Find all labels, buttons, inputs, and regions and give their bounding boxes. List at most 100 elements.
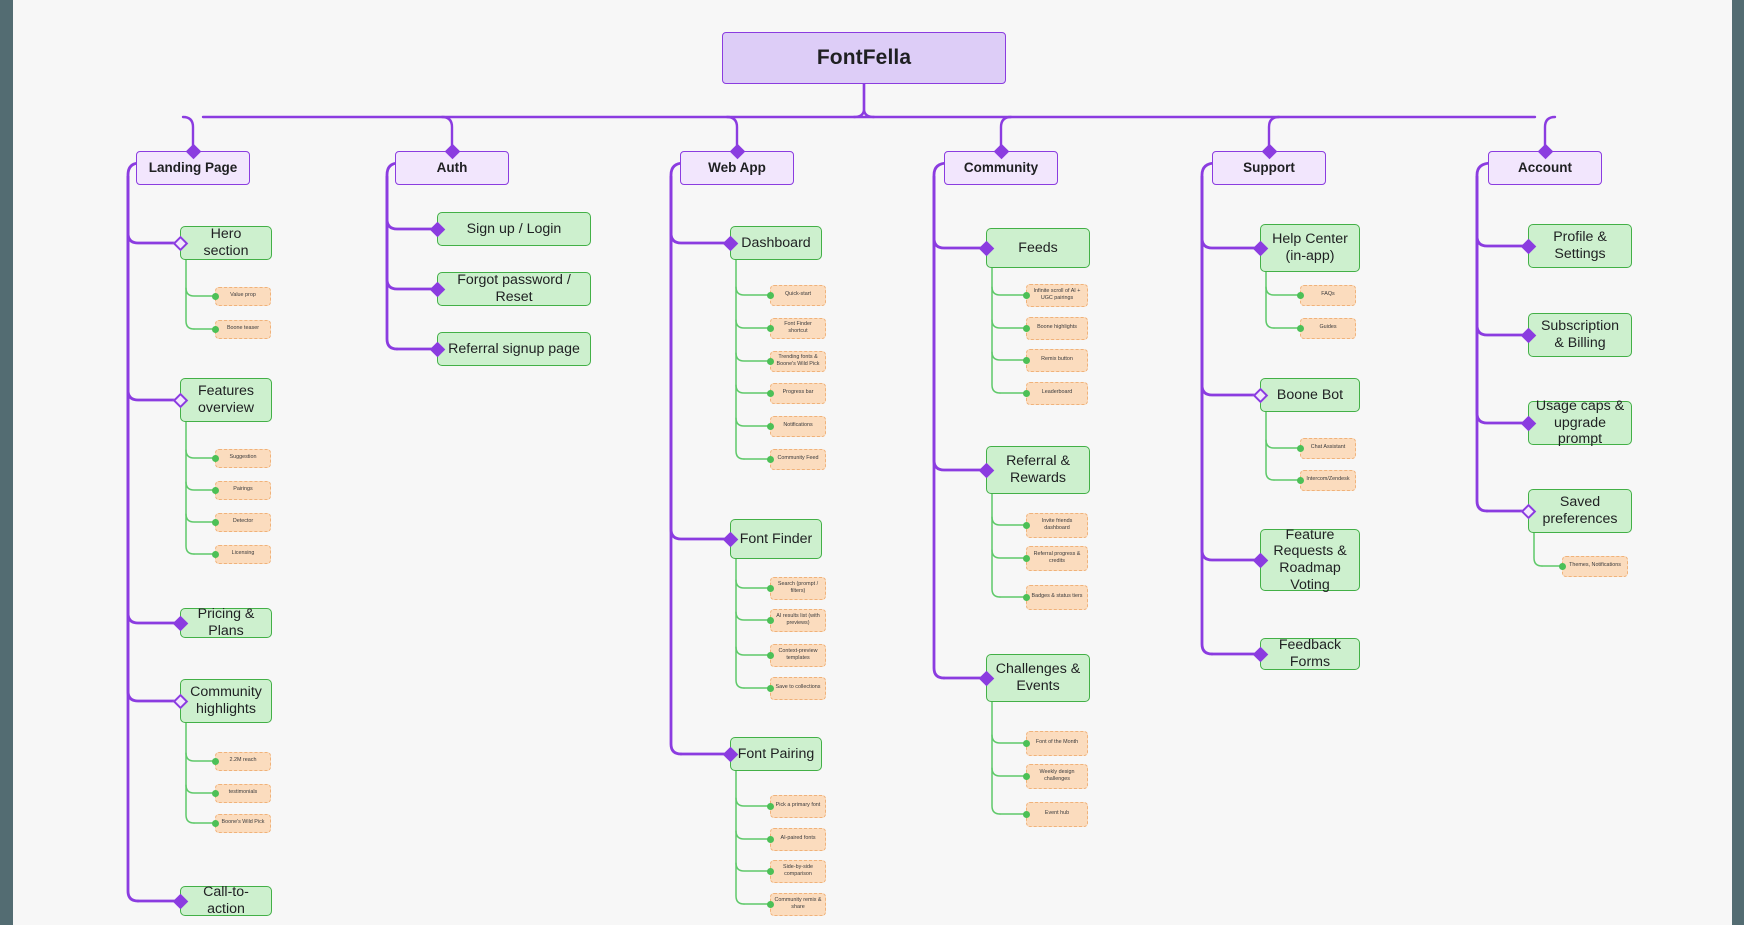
- leaf-web-app-0-5[interactable]: Community Feed: [770, 448, 826, 470]
- root-node[interactable]: FontFella: [722, 32, 1006, 84]
- node-support-2[interactable]: Feature Requests & Roadmap Voting: [1260, 527, 1360, 593]
- node-auth-1[interactable]: Forgot password / Reset: [437, 272, 591, 306]
- leaf-web-app-1-2[interactable]: Context-preview templates: [770, 643, 826, 667]
- leaf-web-app-0-4[interactable]: Notifications: [770, 415, 826, 437]
- leaf-support-0-1[interactable]: Guides: [1300, 317, 1356, 339]
- branch-node-auth[interactable]: Auth: [395, 151, 509, 185]
- node-web-app-2[interactable]: Font Pairing: [730, 737, 822, 771]
- leaf-community-1-1[interactable]: Referral progress & credits: [1026, 545, 1088, 571]
- leaf-web-app-1-3[interactable]: Save to collections: [770, 676, 826, 700]
- leaf-connector-web-app-0-1: [766, 324, 774, 332]
- leaf-connector-web-app-1-2: [766, 651, 774, 659]
- node-landing-page-2[interactable]: Pricing & Plans: [180, 606, 272, 639]
- leaf-community-0-1[interactable]: Boone highlights: [1026, 316, 1088, 340]
- leaf-connector-community-2-1: [1022, 772, 1030, 780]
- node-web-app-0[interactable]: Dashboard: [730, 226, 822, 260]
- leaf-connector-landing-page-3-1: [211, 789, 219, 797]
- node-account-0[interactable]: Profile & Settings: [1528, 224, 1632, 268]
- leaf-community-2-1[interactable]: Weekly design challenges: [1026, 763, 1088, 789]
- node-landing-page-4[interactable]: Call-to-action: [180, 884, 272, 917]
- leaf-connector-community-0-1: [1022, 324, 1030, 332]
- leaf-connector-community-1-0: [1022, 521, 1030, 529]
- leaf-web-app-1-0[interactable]: Search (prompt / filters): [770, 576, 826, 600]
- leaf-connector-support-0-1: [1296, 324, 1304, 332]
- node-support-0[interactable]: Help Center (in-app): [1260, 224, 1360, 272]
- leaf-connector-web-app-2-0: [766, 802, 774, 810]
- leaf-connector-landing-page-3-0: [211, 757, 219, 765]
- leaf-connector-landing-page-1-1: [211, 486, 219, 494]
- node-account-2[interactable]: Usage caps & upgrade prompt: [1528, 398, 1632, 447]
- leaf-landing-page-0-0[interactable]: Value prop: [215, 286, 271, 306]
- leaf-community-1-2[interactable]: Badges & status tiers: [1026, 584, 1088, 610]
- node-landing-page-3[interactable]: Community highlights: [180, 679, 272, 723]
- leaf-community-1-0[interactable]: Invite friends dashboard: [1026, 512, 1088, 538]
- leaf-web-app-0-2[interactable]: Trending fonts & Boone's Wild Pick: [770, 350, 826, 372]
- leaf-connector-web-app-2-3: [766, 900, 774, 908]
- leaf-connector-web-app-1-0: [766, 584, 774, 592]
- leaf-connector-web-app-0-0: [766, 291, 774, 299]
- leaf-connector-web-app-1-1: [766, 616, 774, 624]
- leaf-landing-page-3-1[interactable]: testimonials: [215, 783, 271, 803]
- leaf-landing-page-1-1[interactable]: Pairings: [215, 480, 271, 500]
- leaf-landing-page-1-3[interactable]: Licensing: [215, 544, 271, 564]
- leaf-connector-web-app-0-3: [766, 389, 774, 397]
- leaf-connector-community-0-0: [1022, 291, 1030, 299]
- leaf-connector-landing-page-1-2: [211, 518, 219, 526]
- node-landing-page-1[interactable]: Features overview: [180, 378, 272, 422]
- leaf-community-2-0[interactable]: Font of the Month: [1026, 730, 1088, 756]
- leaf-connector-community-2-2: [1022, 810, 1030, 818]
- node-community-0[interactable]: Feeds: [986, 228, 1090, 268]
- branch-node-landing-page[interactable]: Landing Page: [136, 151, 250, 185]
- leaf-connector-web-app-2-1: [766, 835, 774, 843]
- node-account-3[interactable]: Saved preferences: [1528, 489, 1632, 533]
- leaf-landing-page-3-2[interactable]: Boone's Wild Pick: [215, 813, 271, 833]
- leaf-connector-landing-page-3-2: [211, 819, 219, 827]
- leaf-connector-community-2-0: [1022, 739, 1030, 747]
- leaf-community-0-2[interactable]: Remix button: [1026, 348, 1088, 372]
- node-community-2[interactable]: Challenges & Events: [986, 654, 1090, 702]
- node-landing-page-0[interactable]: Hero section: [180, 226, 272, 260]
- leaf-account-3-0[interactable]: Themes, Notifications: [1562, 555, 1628, 577]
- leaf-connector-web-app-0-2: [766, 357, 774, 365]
- leaf-web-app-2-3[interactable]: Community remix & share: [770, 892, 826, 916]
- leaf-web-app-1-1[interactable]: AI results list (with previews): [770, 608, 826, 632]
- leaf-web-app-2-1[interactable]: AI-paired fonts: [770, 827, 826, 851]
- leaf-community-2-2[interactable]: Event hub: [1026, 801, 1088, 827]
- leaf-web-app-2-2[interactable]: Side-by-side comparison: [770, 859, 826, 883]
- leaf-web-app-0-1[interactable]: Font Finder shortcut: [770, 317, 826, 339]
- leaf-connector-community-1-1: [1022, 554, 1030, 562]
- leaf-connector-web-app-1-3: [766, 684, 774, 692]
- node-auth-2[interactable]: Referral signup page: [437, 332, 591, 366]
- leaf-connector-landing-page-0-1: [211, 325, 219, 333]
- leaf-web-app-0-3[interactable]: Progress bar: [770, 382, 826, 404]
- leaf-landing-page-1-0[interactable]: Suggestion: [215, 448, 271, 468]
- node-support-3[interactable]: Feedback Forms: [1260, 637, 1360, 670]
- leaf-connector-support-1-1: [1296, 476, 1304, 484]
- leaf-connector-community-0-2: [1022, 356, 1030, 364]
- node-support-1[interactable]: Boone Bot: [1260, 378, 1360, 412]
- leaf-connector-web-app-0-5: [766, 455, 774, 463]
- leaf-support-1-0[interactable]: Chat Assistant: [1300, 437, 1356, 459]
- leaf-connector-landing-page-1-0: [211, 454, 219, 462]
- leaf-connector-support-1-0: [1296, 444, 1304, 452]
- leaf-landing-page-3-0[interactable]: 2.2M reach: [215, 751, 271, 771]
- leaf-support-1-1[interactable]: Intercom/Zendesk: [1300, 469, 1356, 491]
- leaf-connector-community-1-2: [1022, 593, 1030, 601]
- leaf-support-0-0[interactable]: FAQs: [1300, 284, 1356, 306]
- viewport-gutter-left: [0, 0, 13, 925]
- leaf-connector-web-app-2-2: [766, 867, 774, 875]
- node-auth-0[interactable]: Sign up / Login: [437, 212, 591, 246]
- leaf-connector-community-0-3: [1022, 389, 1030, 397]
- leaf-landing-page-0-1[interactable]: Boone teaser: [215, 319, 271, 339]
- node-web-app-1[interactable]: Font Finder: [730, 519, 822, 559]
- leaf-connector-support-0-0: [1296, 291, 1304, 299]
- leaf-web-app-2-0[interactable]: Pick a primary font: [770, 794, 826, 818]
- node-account-1[interactable]: Subscription & Billing: [1528, 313, 1632, 357]
- leaf-landing-page-1-2[interactable]: Detector: [215, 512, 271, 532]
- leaf-web-app-0-0[interactable]: Quick-start: [770, 284, 826, 306]
- leaf-community-0-3[interactable]: Leaderboard: [1026, 381, 1088, 405]
- viewport-gutter-right: [1732, 0, 1744, 925]
- leaf-community-0-0[interactable]: Infinite scroll of AI + UGC pairings: [1026, 283, 1088, 307]
- node-community-1[interactable]: Referral & Rewards: [986, 446, 1090, 494]
